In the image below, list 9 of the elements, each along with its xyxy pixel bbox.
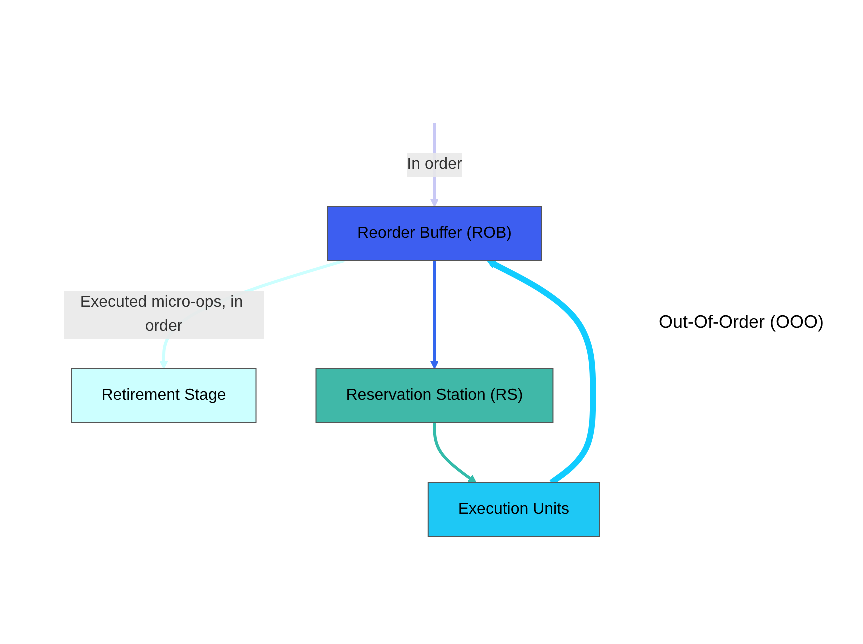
arrow [432, 422, 477, 483]
node-box: Execution Units [428, 482, 600, 537]
node-box: Reorder Buffer (ROB) [326, 206, 542, 261]
edge-label: Executed micro-ops, in order [80, 293, 243, 334]
annotation-label: Out-Of-Order (OOO) [658, 310, 826, 334]
edge-label: In order [406, 156, 462, 172]
arrow [430, 260, 439, 369]
node-box: Retirement Stage [70, 368, 256, 423]
node-box: Reservation Station (RS) [315, 368, 554, 423]
